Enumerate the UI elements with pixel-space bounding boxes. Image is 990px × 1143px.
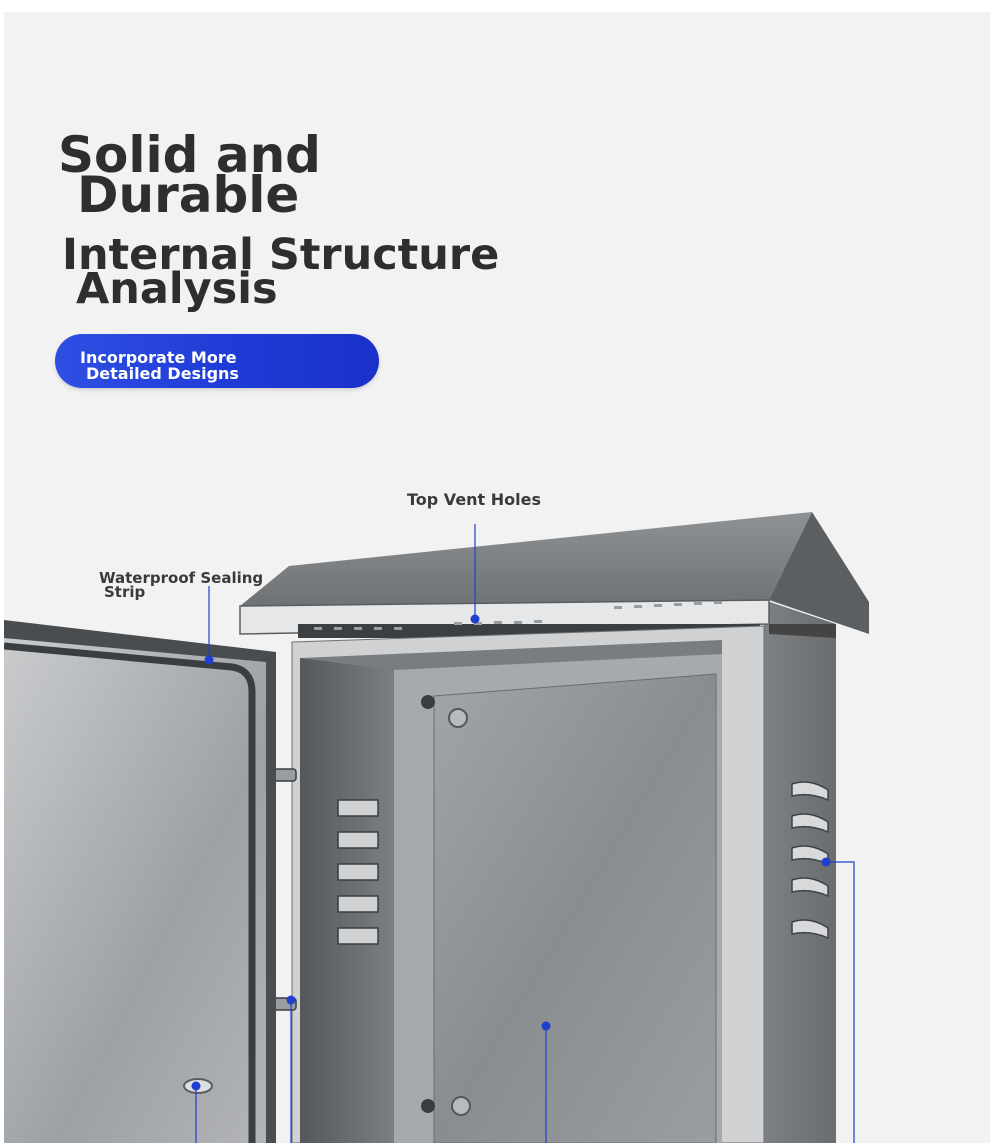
marker-sealing-strip — [204, 655, 214, 665]
callout-waterproof-line-2: Strip — [104, 583, 146, 601]
plate-screw-top — [448, 708, 468, 728]
subheading-line-2: Analysis — [76, 264, 278, 314]
marker-mounting-plate — [541, 1021, 551, 1031]
heading-line-2: Durable — [77, 166, 300, 224]
wall-screw-top — [421, 695, 435, 709]
side-louvres — [791, 781, 829, 940]
marker-hinge — [286, 995, 296, 1005]
badge-line-1: Incorporate More — [80, 348, 237, 367]
detailed-designs-badge[interactable]: Incorporate More Detailed Designs — [55, 334, 379, 388]
waterproof-sealing-strip — [4, 642, 256, 1143]
plate-screw-bottom — [451, 1096, 471, 1116]
callout-waterproof-line-1: Waterproof Sealing — [99, 569, 264, 587]
enclosure-side-wall — [764, 600, 836, 1143]
callout-markers — [191, 614, 831, 1091]
callout-top-vent-holes: Top Vent Holes — [407, 490, 542, 509]
interior-louvres — [337, 799, 379, 945]
marker-door-lock — [191, 1081, 201, 1091]
marker-top-vent — [470, 614, 480, 624]
top-vent-holes — [314, 601, 722, 630]
roof-shadow — [769, 624, 836, 638]
heading-line-1: Solid and — [58, 126, 321, 184]
marker-side-louvre — [821, 857, 831, 867]
callout-leaders — [195, 524, 855, 1143]
mounting-plate — [433, 673, 717, 1143]
roof-top — [240, 512, 812, 606]
wall-screw-bottom — [421, 1099, 435, 1113]
subheading-line-1: Internal Structure — [62, 230, 500, 280]
product-panel: Solid and Durable Internal Structure Ana… — [4, 12, 990, 1143]
enclosure-illustration — [4, 512, 869, 1143]
roof-slope-right — [769, 512, 869, 634]
badge-line-2: Detailed Designs — [86, 364, 239, 383]
door-panel — [4, 638, 266, 1143]
